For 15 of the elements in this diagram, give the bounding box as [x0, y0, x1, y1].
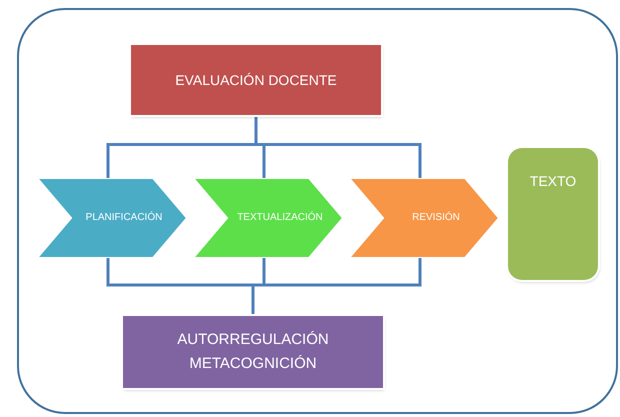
node-label: AUTORREGULACIÓN METACOGNICIÓN: [176, 330, 330, 374]
process-box: [123, 316, 383, 388]
node-label: TEXTO: [530, 172, 576, 191]
node-label: TEXTUALIZACIÓN: [237, 210, 323, 225]
connector-line: [254, 115, 422, 178]
connector-line: [252, 258, 422, 316]
node-label: REVISIÓN: [412, 210, 460, 225]
process-step: [193, 178, 343, 258]
node-label: PLANIFICACIÓN: [86, 210, 162, 225]
process-step: [349, 178, 499, 258]
process-step: [37, 178, 187, 258]
evaluation-box: [131, 45, 381, 115]
rounded-frame: [17, 8, 618, 414]
node-label: EVALUACIÓN DOCENTE: [175, 70, 337, 90]
output-box: [508, 148, 598, 280]
